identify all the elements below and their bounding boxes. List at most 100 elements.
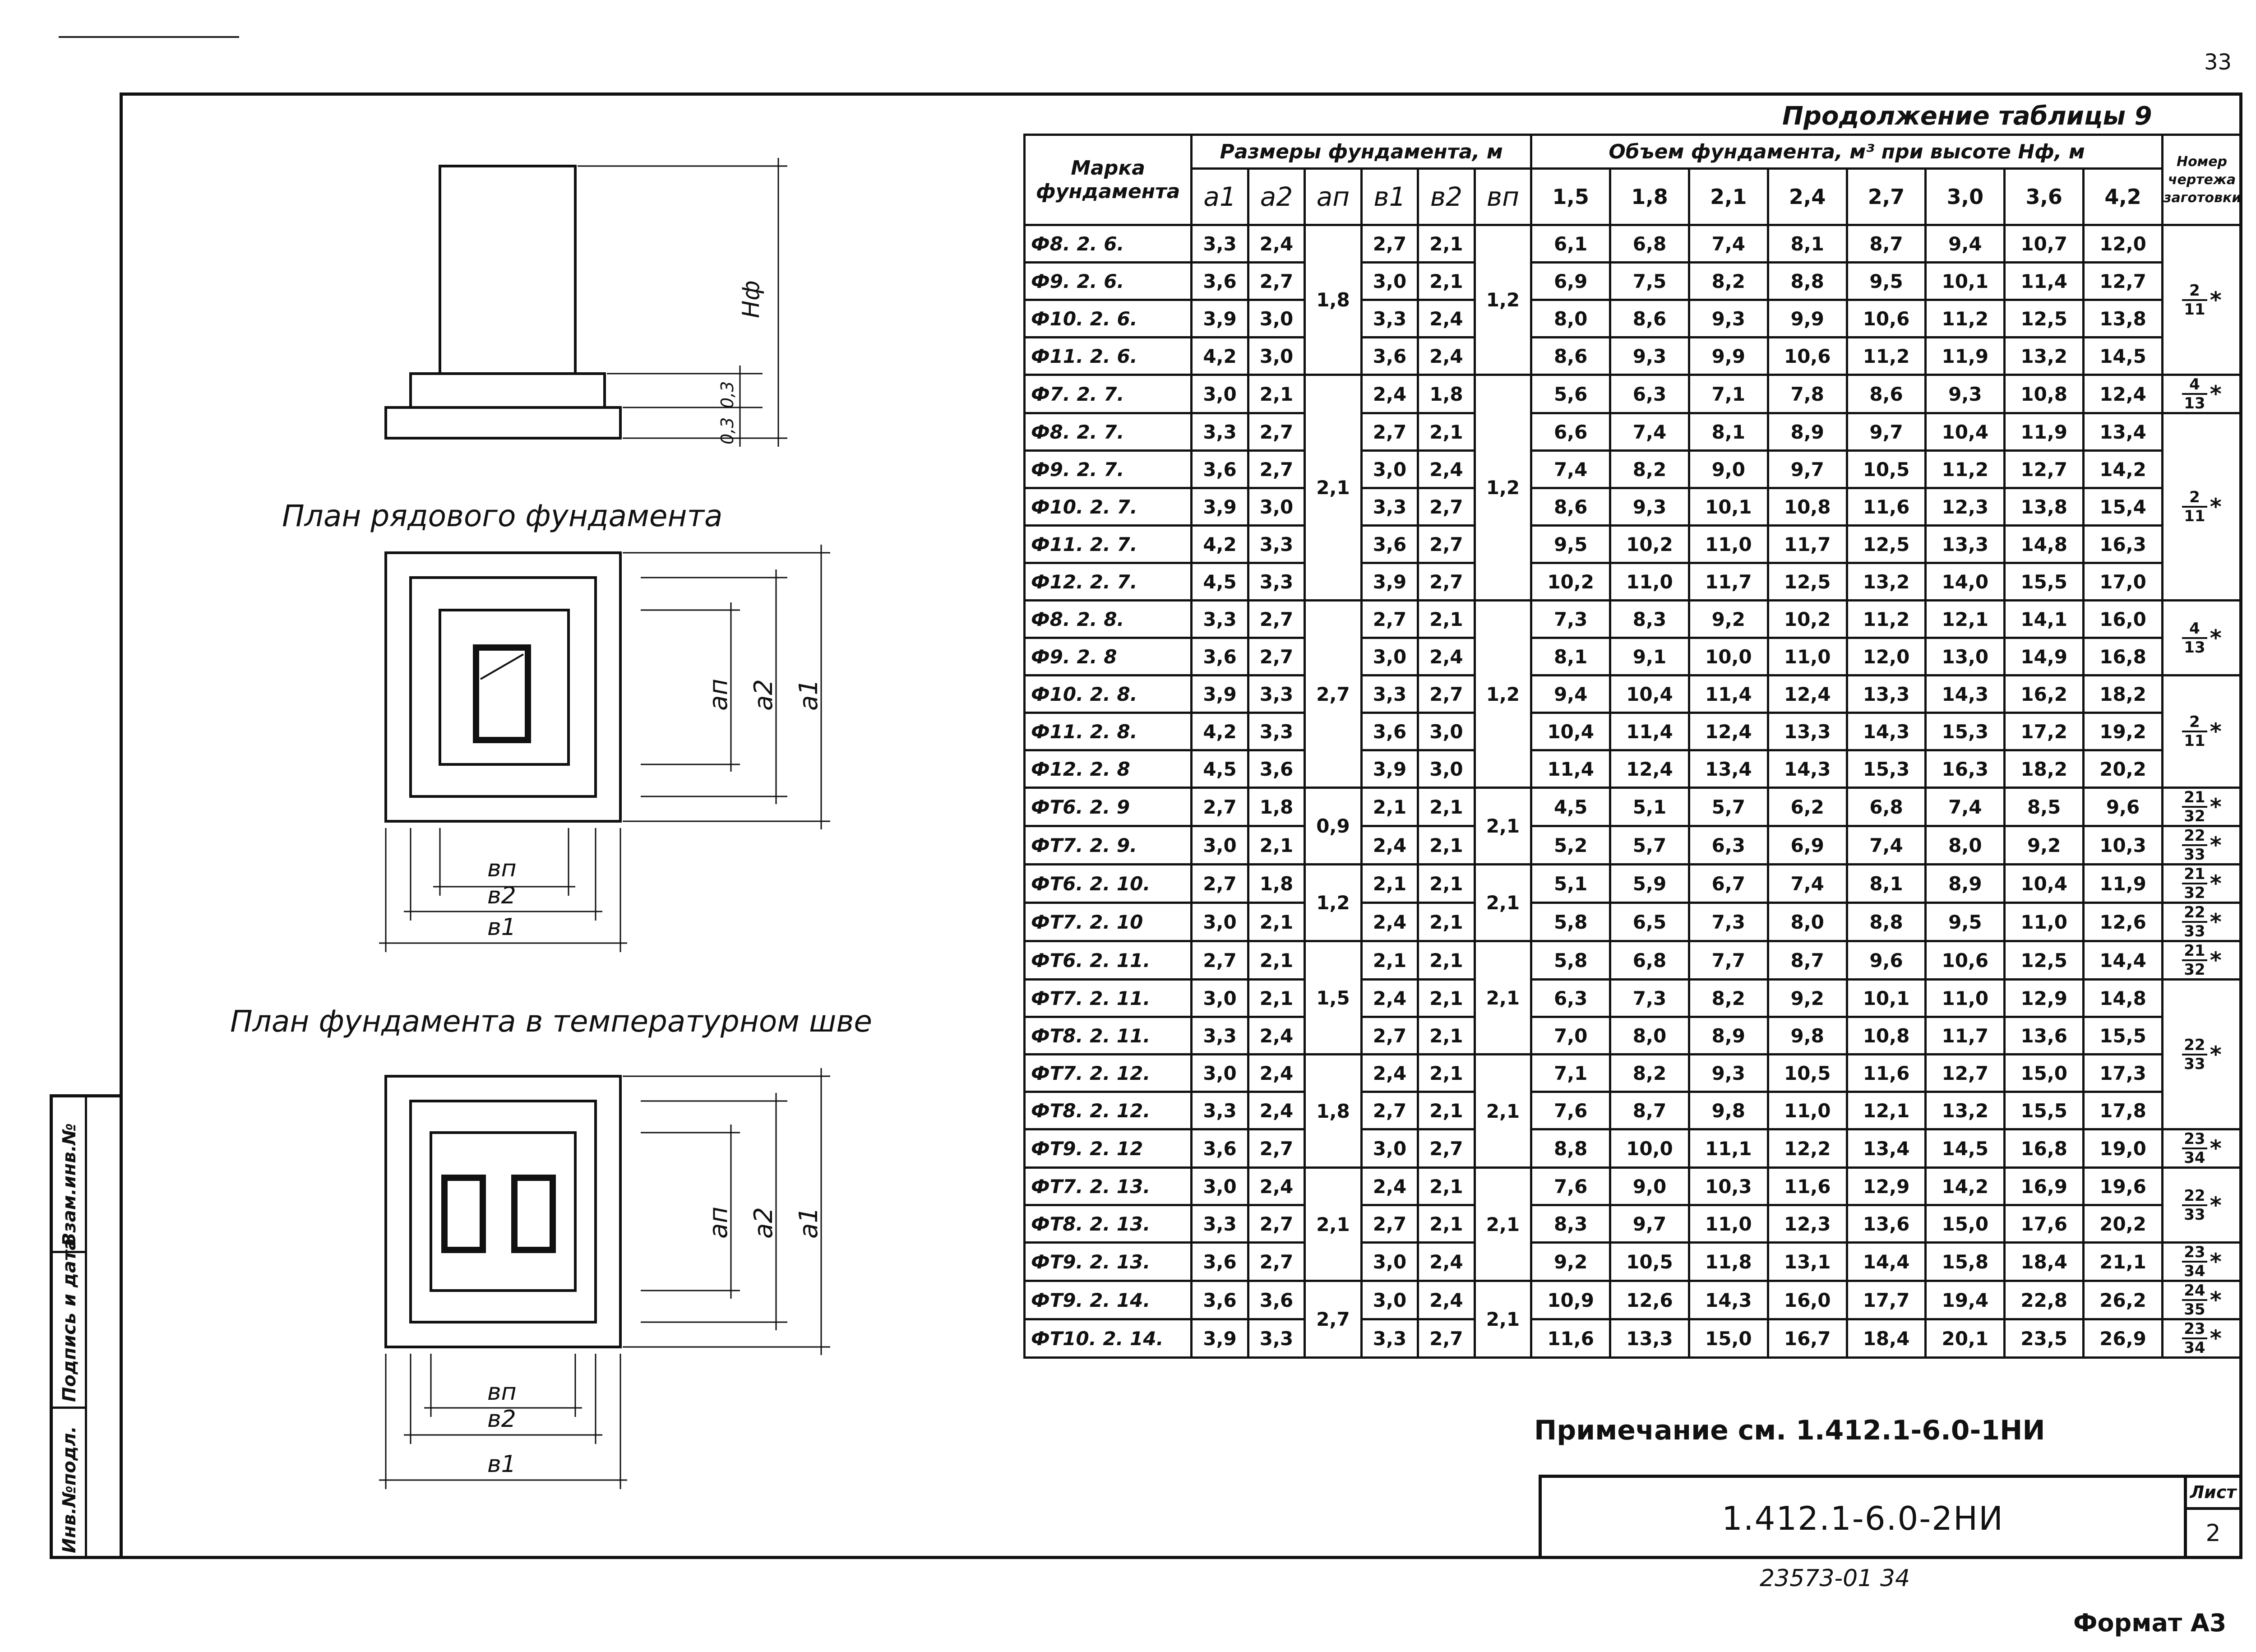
cell-volume: 10,4 <box>1530 712 1612 751</box>
cell-volume: 7,5 <box>1609 261 1690 301</box>
cell-b2: 2,7 <box>1417 487 1476 527</box>
cell-b1: 3,6 <box>1360 712 1419 751</box>
cell-volume: 23,5 <box>2003 1318 2085 1359</box>
cell-a1: 3,6 <box>1190 637 1249 676</box>
drawing-denominator: 32 <box>2184 961 2205 979</box>
cell-an: 1,2 <box>1304 863 1363 942</box>
cell-b2: 2,1 <box>1417 412 1476 452</box>
cell-volume: 13,0 <box>1924 637 2006 676</box>
drawing-numerator: 24 <box>2182 1283 2207 1301</box>
cell-a1: 4,5 <box>1190 562 1249 602</box>
continuation-title: Продолжение таблицы 9 <box>1782 102 2152 131</box>
cell-volume: 7,6 <box>1530 1166 1612 1206</box>
cell-a1: 3,0 <box>1190 825 1249 865</box>
cell-a1: 3,3 <box>1190 1204 1249 1244</box>
cell-a2: 3,0 <box>1247 487 1306 527</box>
cell-volume: 13,3 <box>1609 1318 1690 1359</box>
cell-volume: 5,8 <box>1530 902 1612 942</box>
cell-volume: 9,3 <box>1687 1053 1769 1093</box>
cell-volume: 13,3 <box>1766 712 1848 751</box>
dim-h03: 0,3 <box>717 417 737 444</box>
cell-b1: 2,1 <box>1360 863 1419 904</box>
cell-a2: 2,7 <box>1247 1241 1306 1282</box>
cell-volume: 5,7 <box>1687 787 1769 827</box>
caption-row-plan: План рядового фундамента <box>282 499 723 533</box>
drawing-numerator: 21 <box>2182 944 2207 961</box>
cell-volume: 22,8 <box>2003 1280 2085 1320</box>
cell-a2: 2,1 <box>1247 825 1306 865</box>
cell-volume: 16,7 <box>1766 1318 1848 1359</box>
cell-volume: 19,6 <box>2082 1166 2164 1206</box>
cell-volume: 17,2 <box>2003 712 2085 751</box>
cell-volume: 8,9 <box>1924 863 2006 904</box>
cell-an: 2,7 <box>1304 599 1363 789</box>
drawing-numerator: 22 <box>2182 1037 2207 1055</box>
cell-a1: 3,9 <box>1190 299 1249 338</box>
cell-volume: 14,3 <box>1766 749 1848 789</box>
cell-volume: 13,2 <box>2003 336 2085 376</box>
cell-volume: 12,6 <box>1609 1280 1690 1320</box>
cell-volume: 12,6 <box>2082 902 2164 942</box>
cell-a2: 1,8 <box>1247 863 1306 904</box>
cell-volume: 11,4 <box>1609 712 1690 751</box>
cell-volume: 10,1 <box>1687 487 1769 527</box>
cell-volume: 6,5 <box>1609 902 1690 942</box>
cell-b2: 2,7 <box>1417 562 1476 602</box>
cell-volume: 16,9 <box>2003 1166 2085 1206</box>
cell-mark: ФТ8. 2. 11. <box>1023 1016 1193 1055</box>
cell-volume: 17,8 <box>2082 1091 2164 1130</box>
header-drawing: Номер чертежа заготовки <box>2161 134 2242 226</box>
cell-a2: 3,3 <box>1247 524 1306 564</box>
cell-volume: 8,7 <box>1609 1091 1690 1130</box>
cell-volume: 10,0 <box>1609 1128 1690 1169</box>
cell-volume: 9,9 <box>1687 336 1769 376</box>
cell-a2: 2,7 <box>1247 1204 1306 1244</box>
cell-volume: 7,7 <box>1687 940 1769 981</box>
caption-temp-plan: План фундамента в температурном шве <box>230 1004 872 1039</box>
cell-volume: 11,4 <box>2003 261 2085 301</box>
cell-volume: 14,1 <box>2003 599 2085 639</box>
drawing-numerator: 23 <box>2182 1322 2207 1339</box>
side-stamp-cell: Подпись и дата <box>53 1238 87 1409</box>
cell-b1: 2,1 <box>1360 787 1419 827</box>
cell-volume: 11,7 <box>1687 562 1769 602</box>
cell-a2: 3,0 <box>1247 299 1306 338</box>
drawing-asterisk: * <box>2210 1287 2222 1313</box>
cell-volume: 11,4 <box>1687 674 1769 714</box>
cell-volume: 8,2 <box>1687 261 1769 301</box>
cell-bn: 1,2 <box>1473 224 1533 376</box>
cell-b1: 2,4 <box>1360 1053 1419 1093</box>
cell-b1: 3,0 <box>1360 1241 1419 1282</box>
cell-volume: 10,4 <box>2003 863 2085 904</box>
cell-a1: 4,2 <box>1190 524 1249 564</box>
header-height-col: 2,7 <box>1845 167 1927 226</box>
cell-volume: 18,4 <box>1845 1318 1927 1359</box>
cell-volume: 14,5 <box>1924 1128 2006 1169</box>
cell-mark: Ф9. 2. 7. <box>1023 449 1193 489</box>
side-stamp-cell: Инв.№подл. <box>53 1409 87 1559</box>
cell-volume: 7,4 <box>1924 787 2006 827</box>
cell-volume: 4,5 <box>1530 787 1612 827</box>
cell-a2: 2,7 <box>1247 261 1306 301</box>
cell-volume: 11,6 <box>1845 1053 1927 1093</box>
cell-b1: 3,9 <box>1360 562 1419 602</box>
side-stamp: Взам.инв.№ Подпись и дата Инв.№подл. <box>50 1094 122 1559</box>
cell-a1: 4,2 <box>1190 712 1249 751</box>
cell-volume: 11,0 <box>1766 1091 1848 1130</box>
cell-bn: 2,1 <box>1473 940 1533 1055</box>
drawing-denominator: 33 <box>2184 1205 2205 1224</box>
header-size-col: в1 <box>1360 167 1419 226</box>
cell-b2: 2,1 <box>1417 940 1476 981</box>
